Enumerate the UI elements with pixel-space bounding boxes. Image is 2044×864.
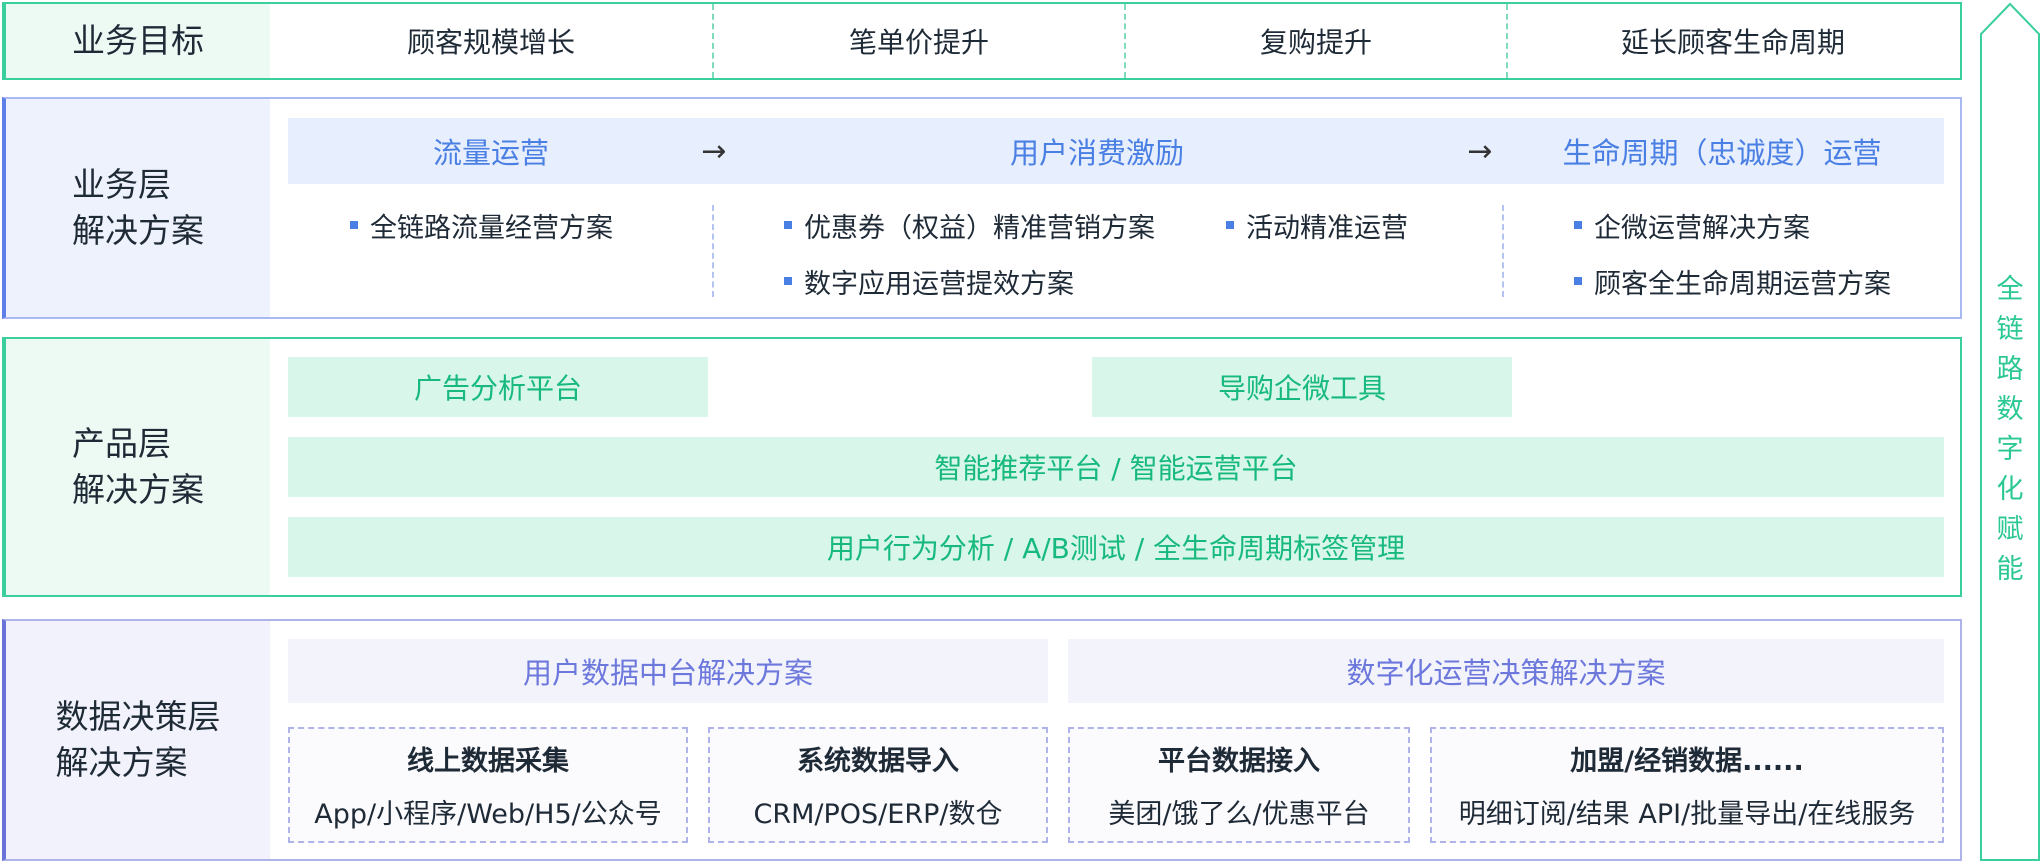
data-source-title: 系统数据导入 xyxy=(797,746,959,777)
business-goal-label: 业务目标 xyxy=(6,4,270,78)
data-source-sub: CRM/POS/ERP/数仓 xyxy=(753,799,1003,830)
goal-item-order-value: 笔单价提升 xyxy=(848,26,989,59)
side-banner-char: 全 xyxy=(1996,274,2024,305)
shopping-guide-wecom-tool: 导购企微工具 xyxy=(1092,357,1512,417)
list-item: 顾客全生命周期运营方案 xyxy=(1574,261,1891,301)
product-layer-row: 产品层 解决方案 广告分析平台 导购企微工具 智能推荐平台 / 智能运营平台 用… xyxy=(2,337,1962,597)
stage-arrow-icon: → xyxy=(701,133,727,169)
list-item: 活动精准运营 xyxy=(1226,205,1408,245)
goal-item-repurchase: 复购提升 xyxy=(1259,26,1372,59)
data-source-system: 系统数据导入 CRM/POS/ERP/数仓 xyxy=(708,727,1048,843)
list-item-text: 活动精准运营 xyxy=(1246,212,1408,244)
side-banner-char: 链 xyxy=(1996,314,2024,345)
bullet-icon xyxy=(784,277,792,285)
side-banner-text: 全链路数字化赋能 xyxy=(1980,270,2040,590)
list-item-text: 优惠券（权益）精准营销方案 xyxy=(804,212,1155,244)
data-source-sub: App/小程序/Web/H5/公众号 xyxy=(314,799,662,830)
product-layer-label-line2: 解决方案 xyxy=(72,470,204,509)
list-item-text: 顾客全生命周期运营方案 xyxy=(1594,268,1891,300)
side-banner-char: 数 xyxy=(1996,394,2024,425)
side-banner-char: 化 xyxy=(1996,474,2024,505)
product-layer-label-line1: 产品层 xyxy=(72,424,171,463)
cdp-solution-header: 用户数据中台解决方案 xyxy=(288,639,1048,703)
side-banner-char: 赋 xyxy=(1996,514,2024,545)
list-item: 数字应用运营提效方案 xyxy=(784,261,1074,301)
goal-divider xyxy=(1506,4,1508,78)
goal-item-customer-growth: 顾客规模增长 xyxy=(406,26,575,59)
bullet-icon xyxy=(1574,221,1582,229)
data-source-sub: 明细订阅/结果 API/批量导出/在线服务 xyxy=(1458,799,1916,830)
data-source-franchise: 加盟/经销数据...... 明细订阅/结果 API/批量导出/在线服务 xyxy=(1430,727,1944,843)
list-item: 企微运营解决方案 xyxy=(1574,205,1810,245)
data-source-title: 加盟/经销数据...... xyxy=(1570,746,1804,777)
decision-solution-header: 数字化运营决策解决方案 xyxy=(1068,639,1944,703)
bullet-icon xyxy=(784,221,792,229)
data-decision-layer-row: 数据决策层 解决方案 用户数据中台解决方案 数字化运营决策解决方案 线上数据采集… xyxy=(2,619,1962,861)
side-banner-char: 字 xyxy=(1996,434,2024,465)
data-source-title: 线上数据采集 xyxy=(407,746,569,777)
stage-consumption-incentive: 用户消费激励 xyxy=(1009,136,1184,170)
stage-traffic-ops: 流量运营 xyxy=(432,136,549,170)
data-layer-label-line2: 解决方案 xyxy=(55,743,188,782)
business-divider xyxy=(1502,205,1504,297)
list-item-text: 数字应用运营提效方案 xyxy=(804,268,1074,300)
business-layer-label: 业务层 解决方案 xyxy=(6,99,270,317)
data-source-sub: 美团/饿了么/优惠平台 xyxy=(1108,799,1370,830)
side-banner-char: 能 xyxy=(1996,554,2024,585)
data-decision-layer-label: 数据决策层 解决方案 xyxy=(6,621,270,859)
stage-arrow-icon: → xyxy=(1467,133,1493,169)
business-layer-label-line1: 业务层 xyxy=(72,165,171,204)
business-layer-row: 业务层 解决方案 流量运营 → 用户消费激励 → 生命周期（忠诚度）运营 全链路… xyxy=(2,97,1962,319)
data-source-platform: 平台数据接入 美团/饿了么/优惠平台 xyxy=(1068,727,1410,843)
data-layer-label-line1: 数据决策层 xyxy=(55,697,221,736)
business-stage-band: 流量运营 → 用户消费激励 → 生命周期（忠诚度）运营 xyxy=(288,118,1944,184)
bullet-icon xyxy=(1574,277,1582,285)
stage-lifecycle-ops: 生命周期（忠诚度）运营 xyxy=(1562,136,1882,170)
list-item-text: 全链路流量经营方案 xyxy=(370,212,613,244)
business-layer-label-line2: 解决方案 xyxy=(72,211,204,250)
list-item: 全链路流量经营方案 xyxy=(350,205,613,245)
bullet-icon xyxy=(350,221,358,229)
data-source-online: 线上数据采集 App/小程序/Web/H5/公众号 xyxy=(288,727,688,843)
goal-divider xyxy=(712,4,714,78)
data-source-title: 平台数据接入 xyxy=(1158,746,1320,777)
list-item-text: 企微运营解决方案 xyxy=(1594,212,1810,244)
recommend-ops-platform: 智能推荐平台 / 智能运营平台 xyxy=(288,437,1944,497)
side-up-arrow-icon xyxy=(1980,2,2040,861)
business-goal-row: 业务目标 顾客规模增长 笔单价提升 复购提升 延长顾客生命周期 xyxy=(2,2,1962,80)
goal-divider xyxy=(1124,4,1126,78)
product-layer-label: 产品层 解决方案 xyxy=(6,339,270,595)
behavior-ab-tag-platform: 用户行为分析 / A/B测试 / 全生命周期标签管理 xyxy=(288,517,1944,577)
side-banner-char: 路 xyxy=(1996,354,2024,385)
list-item: 优惠券（权益）精准营销方案 xyxy=(784,205,1155,245)
business-divider xyxy=(712,205,714,297)
goal-item-lifecycle: 延长顾客生命周期 xyxy=(1620,26,1845,59)
ad-analytics-platform: 广告分析平台 xyxy=(288,357,708,417)
business-goal-label-text: 业务目标 xyxy=(72,21,204,60)
bullet-icon xyxy=(1226,221,1234,229)
